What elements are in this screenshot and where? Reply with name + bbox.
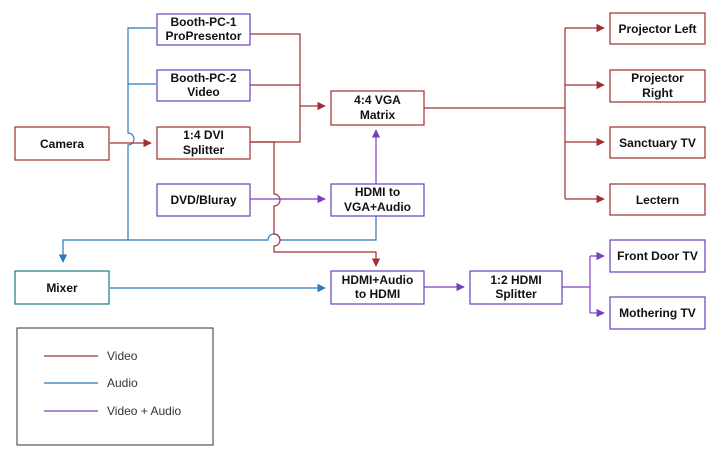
node-dvi-splitter: 1:4 DVI Splitter xyxy=(156,126,251,160)
legend: Video Audio Video + Audio xyxy=(16,327,214,446)
node-mixer-line1: Mixer xyxy=(46,281,78,295)
legend-video-audio-label: Video + Audio xyxy=(107,404,182,418)
legend-audio-label: Audio xyxy=(107,376,138,390)
node-hdmi-splitter: 1:2 HDMI Splitter xyxy=(469,270,563,305)
node-hdmi-audio-line2: to HDMI xyxy=(355,287,400,301)
node-dvd-line1: DVD/Bluray xyxy=(170,193,236,207)
node-projector-right-line2: Right xyxy=(642,86,673,100)
node-dvi-splitter-line1: 1:4 DVI xyxy=(183,128,224,142)
node-booth-pc-1-line1: Booth-PC-1 xyxy=(171,15,237,29)
audio-wire-pcs-to-mixer xyxy=(58,27,156,263)
node-front-door-tv-line1: Front Door TV xyxy=(617,249,698,263)
video-wire-dvi-to-hdmiaudio xyxy=(250,141,381,267)
node-hdmi-to-vga-line2: VGA+Audio xyxy=(344,200,411,214)
node-booth-pc-2-line1: Booth-PC-2 xyxy=(171,71,237,85)
node-projector-left: Projector Left xyxy=(609,12,706,45)
node-hdmi-to-vga-line1: HDMI to xyxy=(355,185,400,199)
node-lectern: Lectern xyxy=(609,183,706,216)
video-wire-dvi-to-matrix xyxy=(250,101,326,143)
node-hdmi-to-vga: HDMI to VGA+Audio xyxy=(330,183,425,217)
node-vga-matrix: 4:4 VGA Matrix xyxy=(330,90,425,126)
legend-video-label: Video xyxy=(107,349,138,363)
node-vga-matrix-line1: 4:4 VGA xyxy=(354,93,401,107)
video-audio-wires xyxy=(250,129,605,318)
node-sanctuary-tv-line1: Sanctuary TV xyxy=(619,136,696,150)
video-wires xyxy=(110,23,605,267)
node-lectern-line1: Lectern xyxy=(636,193,679,207)
node-booth-pc-1: Booth-PC-1 ProPresentor xyxy=(156,13,251,46)
node-sanctuary-tv: Sanctuary TV xyxy=(609,126,706,159)
node-hdmi-splitter-line2: Splitter xyxy=(495,287,537,301)
node-hdmi-audio-line1: HDMI+Audio xyxy=(342,273,414,287)
node-mixer: Mixer xyxy=(14,270,110,305)
node-hdmi-splitter-line1: 1:2 HDMI xyxy=(490,273,541,287)
legend-box xyxy=(16,327,214,446)
node-hdmi-audio-to-hdmi: HDMI+Audio to HDMI xyxy=(330,270,425,305)
node-projector-right-line1: Projector xyxy=(631,71,684,85)
node-mothering-tv: Mothering TV xyxy=(609,296,706,330)
node-dvd: DVD/Bluray xyxy=(156,183,251,217)
node-booth-pc-1-line2: ProPresentor xyxy=(165,29,241,43)
node-mothering-tv-line1: Mothering TV xyxy=(619,306,696,320)
node-vga-matrix-line2: Matrix xyxy=(360,108,396,122)
node-projector-right: Projector Right xyxy=(609,69,706,103)
node-front-door-tv: Front Door TV xyxy=(609,239,706,273)
node-booth-pc-2-line2: Video xyxy=(187,85,219,99)
node-booth-pc-2: Booth-PC-2 Video xyxy=(156,69,251,102)
node-dvi-splitter-line2: Splitter xyxy=(183,143,225,157)
node-camera: Camera xyxy=(14,126,110,161)
nodes: Booth-PC-1 ProPresentor Booth-PC-2 Video… xyxy=(14,12,706,330)
node-projector-left-line1: Projector Left xyxy=(618,22,696,36)
node-camera-line1: Camera xyxy=(40,137,84,151)
video-wire-pc1-to-matrix xyxy=(250,33,301,106)
